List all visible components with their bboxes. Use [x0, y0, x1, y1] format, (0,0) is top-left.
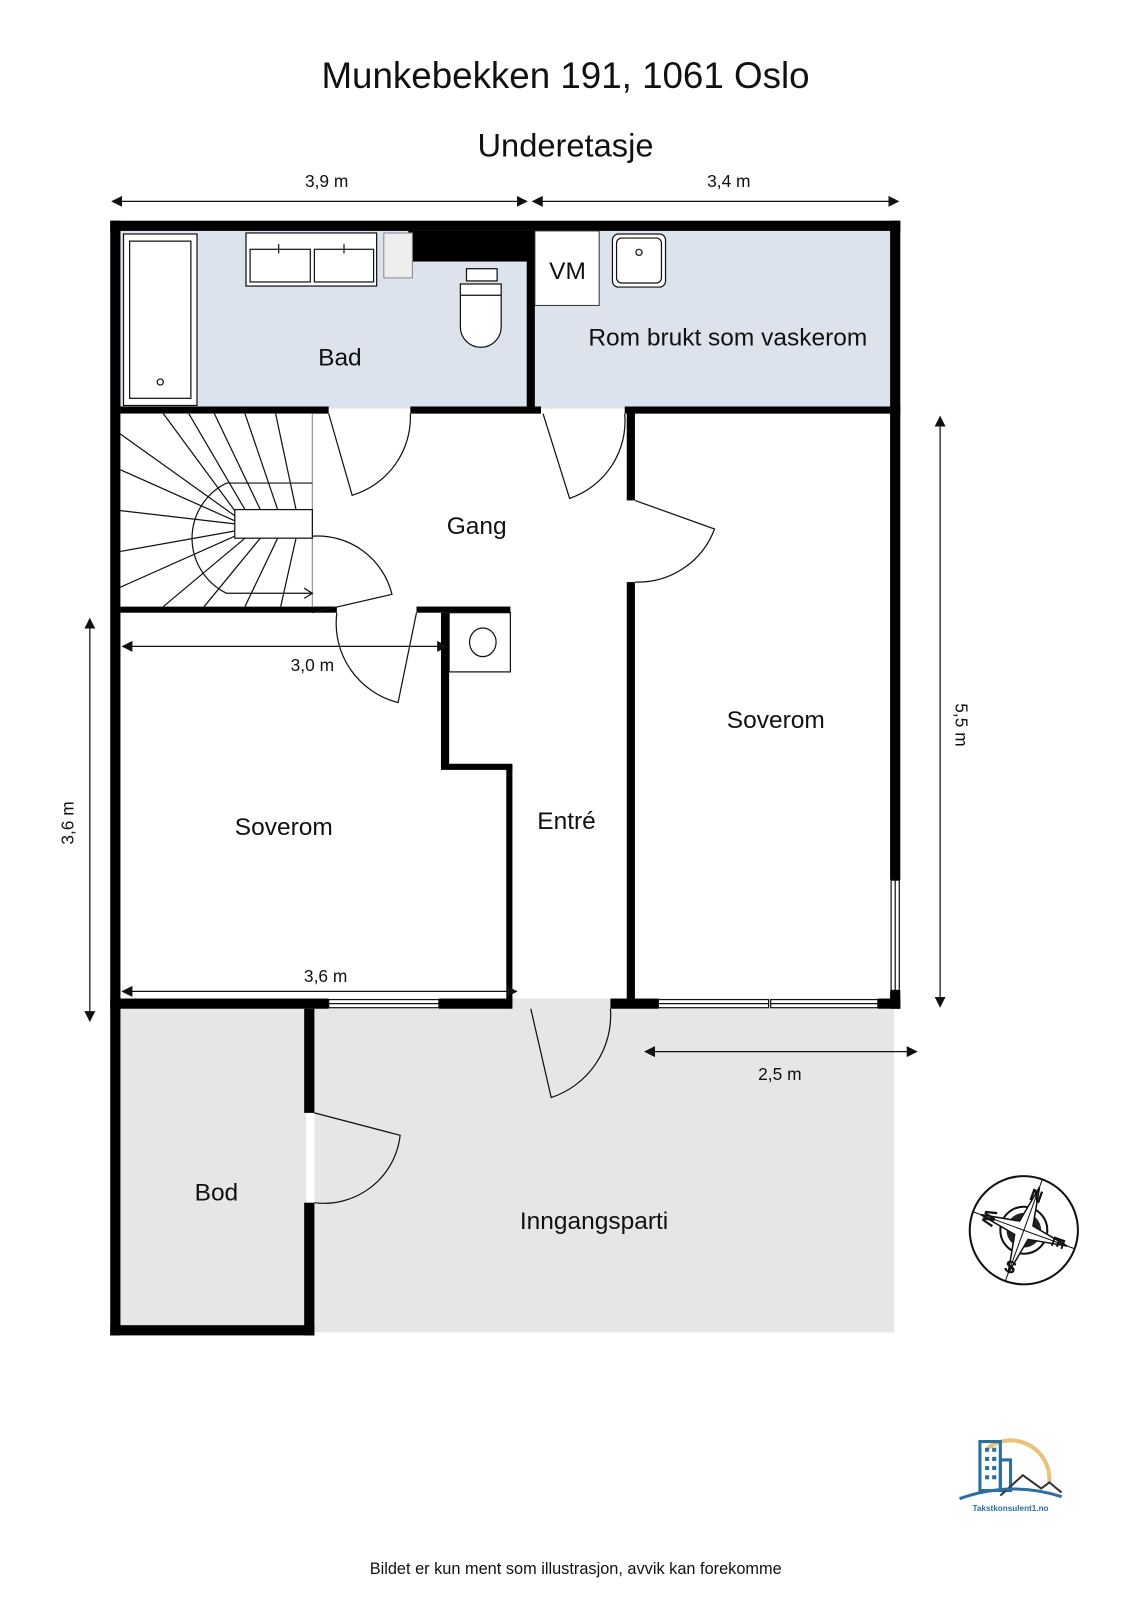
dim-porch: 2,5 m	[758, 1064, 801, 1084]
dim-left: 3,6 m	[57, 801, 77, 844]
compass-icon: N E S W	[968, 1175, 1079, 1286]
vm-label: VM	[549, 258, 586, 285]
washing-machine-icon	[534, 230, 600, 306]
compass-s: S	[1002, 1255, 1020, 1278]
chimney-icon	[448, 612, 511, 673]
room-soverom-left: Soverom	[235, 814, 333, 841]
svg-text:Takstkonsulent1.no: Takstkonsulent1.no	[973, 1504, 1049, 1513]
dim-soverom-top: 3,0 m	[291, 655, 334, 675]
inngangsparti-floor	[314, 1008, 895, 1333]
room-vaskerom: Rom brukt som vaskerom	[588, 324, 867, 351]
compass-e: E	[1047, 1234, 1070, 1252]
utility-sink-icon	[611, 233, 667, 288]
room-inngangsparti: Inngangsparti	[520, 1208, 668, 1235]
dim-top-right: 3,4 m	[707, 171, 750, 191]
dimension-lines	[84, 195, 946, 1058]
floor-label: Underetasje	[477, 126, 653, 163]
cabinet-icon	[383, 232, 413, 279]
entre-threshold	[510, 998, 613, 1009]
page-title: Munkebekken 191, 1061 Oslo	[321, 55, 809, 96]
double-sink-icon	[245, 232, 378, 287]
room-bad: Bad	[318, 345, 362, 372]
company-logo: Takstkonsulent1.no	[958, 1438, 1063, 1513]
doors	[312, 413, 716, 1204]
bod-floor	[120, 1008, 307, 1326]
toilet-icon	[459, 268, 502, 348]
room-soverom-right: Soverom	[727, 707, 825, 734]
room-entre: Entré	[537, 808, 596, 835]
dim-top-left: 3,9 m	[305, 171, 348, 191]
disclaimer: Bildet er kun ment som illustrasjon, avv…	[370, 1560, 782, 1578]
dim-right: 5,5 m	[951, 703, 971, 746]
dim-soverom-bottom: 3,6 m	[304, 966, 347, 986]
compass-n: N	[1027, 1184, 1046, 1207]
room-bod: Bod	[195, 1180, 239, 1207]
compass-w: W	[977, 1207, 1002, 1230]
room-gang: Gang	[447, 513, 507, 540]
bathtub-icon	[122, 233, 198, 407]
staircase	[120, 413, 314, 608]
windows	[328, 879, 900, 1009]
walls	[110, 220, 901, 1336]
